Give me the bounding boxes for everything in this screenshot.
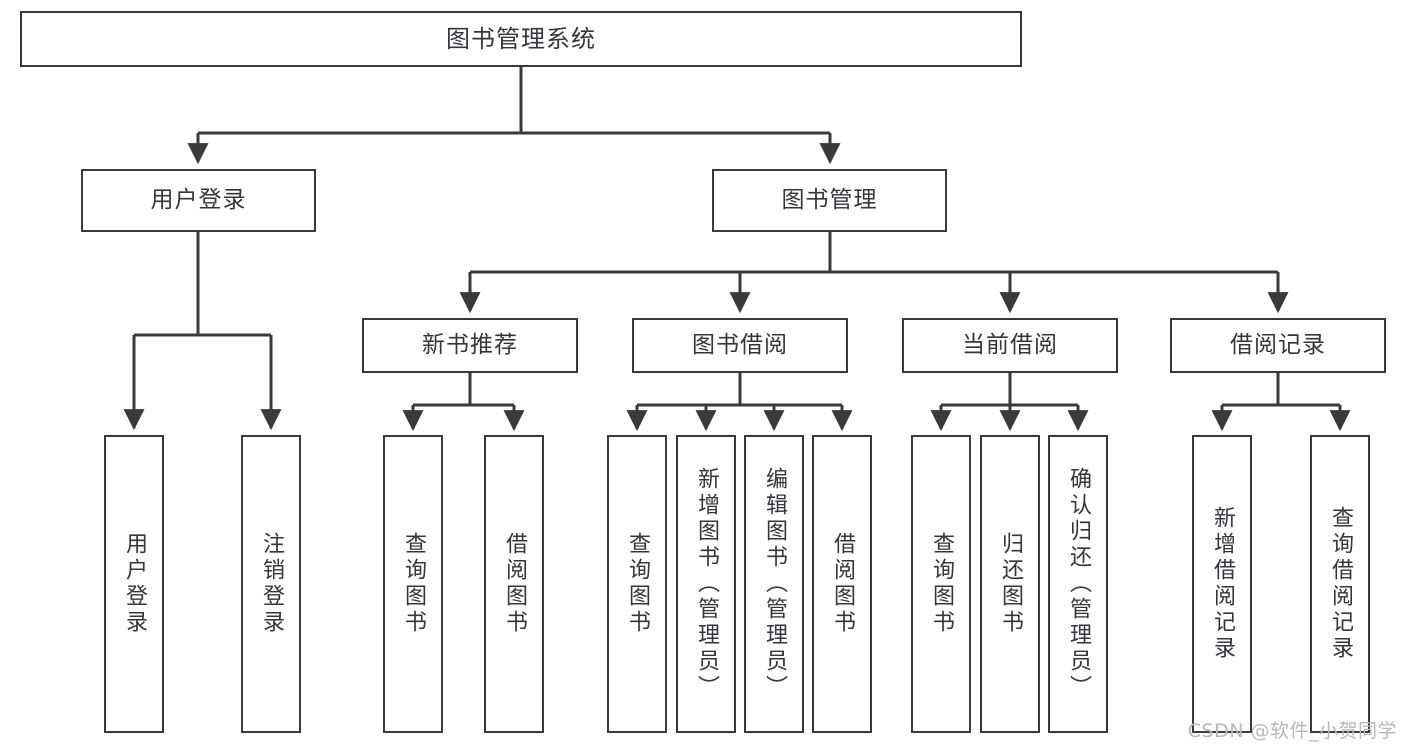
csdn-watermark: CSDN @软件_小贺同学 (1187, 720, 1397, 742)
node-label: 借阅图书 (502, 532, 527, 636)
leaf-borrow-record-add-record[interactable]: 新增借阅记录 (1192, 435, 1252, 733)
node-label: 新增图书（管理员） (694, 467, 719, 701)
node-label: 确认归还（管理员） (1066, 467, 1091, 701)
leaf-book-borrow-edit-book-admin[interactable]: 编辑图书（管理员） (744, 435, 804, 733)
leaf-user-login-login[interactable]: 用户登录 (104, 435, 164, 733)
node-new-book-recommendation[interactable]: 新书推荐 (362, 318, 578, 373)
leaf-new-book-borrow-books[interactable]: 借阅图书 (484, 435, 544, 733)
leaf-book-borrow-add-book-admin[interactable]: 新增图书（管理员） (676, 435, 736, 733)
node-label: 用户登录 (150, 186, 247, 213)
node-current-borrowing[interactable]: 当前借阅 (902, 318, 1118, 373)
leaf-book-borrow-borrow-books[interactable]: 借阅图书 (812, 435, 872, 733)
node-label: 查询图书 (929, 532, 954, 636)
node-label: 查询图书 (625, 532, 650, 636)
node-label: 查询图书 (401, 532, 426, 636)
node-label: 借阅记录 (1230, 331, 1326, 358)
node-borrowing-record[interactable]: 借阅记录 (1170, 318, 1386, 373)
node-label: 注销登录 (259, 532, 284, 636)
node-label: 查询借阅记录 (1328, 506, 1353, 662)
node-user-login[interactable]: 用户登录 (81, 169, 316, 232)
node-book-management[interactable]: 图书管理 (712, 169, 947, 232)
node-book-borrowing[interactable]: 图书借阅 (632, 318, 848, 373)
node-label: 图书管理 (781, 186, 878, 213)
node-label: 图书管理系统 (446, 24, 596, 53)
leaf-current-borrow-query-books[interactable]: 查询图书 (911, 435, 971, 733)
node-label: 借阅图书 (830, 532, 855, 636)
leaf-user-login-logout[interactable]: 注销登录 (241, 435, 301, 733)
leaf-book-borrow-query-books[interactable]: 查询图书 (607, 435, 667, 733)
leaf-current-borrow-return-books[interactable]: 归还图书 (980, 435, 1040, 733)
node-label: 用户登录 (122, 532, 147, 636)
leaf-new-book-query-books[interactable]: 查询图书 (383, 435, 443, 733)
node-label: 当前借阅 (962, 331, 1058, 358)
node-label: 图书借阅 (692, 331, 788, 358)
node-label: 归还图书 (998, 532, 1023, 636)
node-root-library-management-system[interactable]: 图书管理系统 (20, 11, 1022, 67)
leaf-borrow-record-query-record[interactable]: 查询借阅记录 (1310, 435, 1370, 733)
leaf-current-borrow-confirm-return-admin[interactable]: 确认归还（管理员） (1048, 435, 1108, 733)
node-label: 编辑图书（管理员） (762, 467, 787, 701)
node-label: 新书推荐 (422, 331, 518, 358)
node-label: 新增借阅记录 (1210, 506, 1235, 662)
